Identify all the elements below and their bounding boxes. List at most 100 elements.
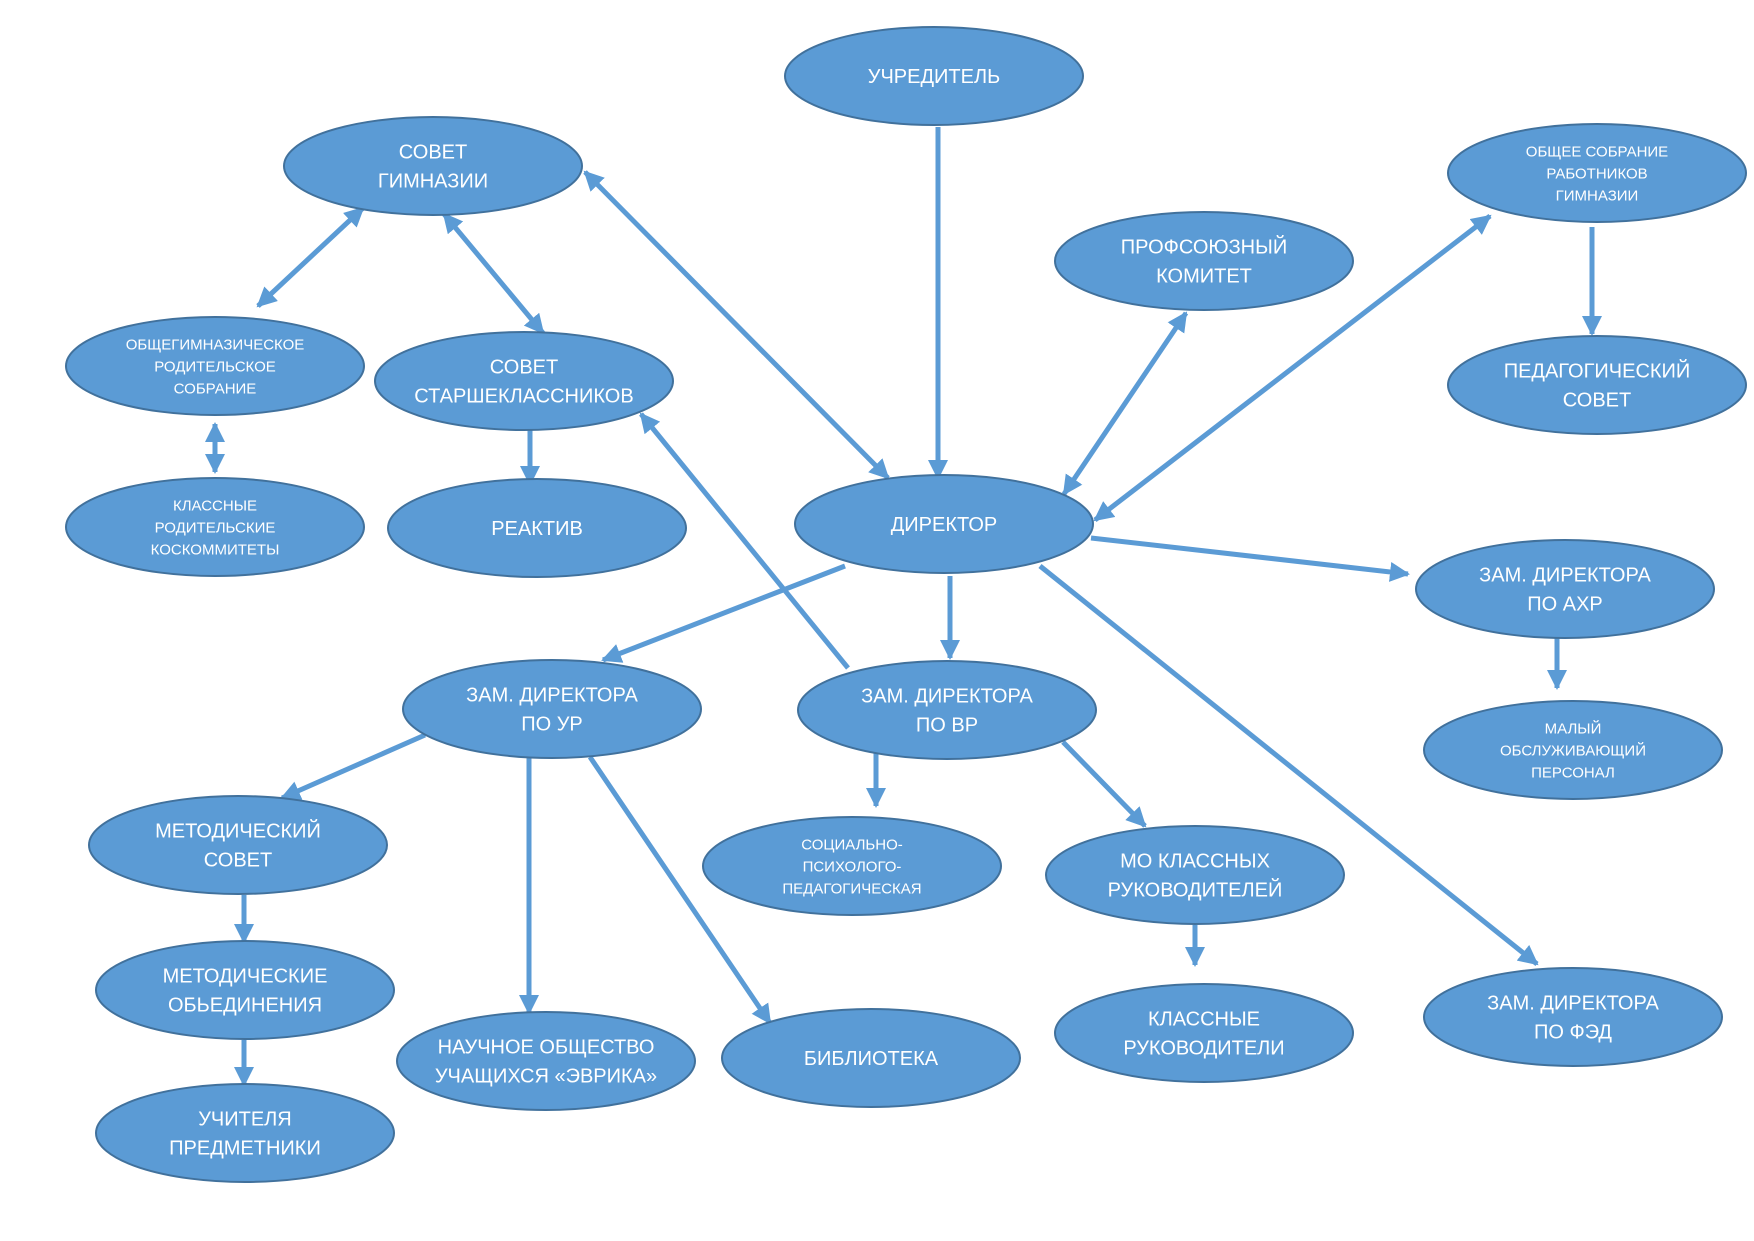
node-shape [88,795,388,895]
node-label-line: ЗАМ. ДИРЕКТОРА [1487,993,1659,1015]
node-shape [65,316,365,416]
node-label-line: КЛАССНЫЕ [173,497,257,514]
node-shape [374,331,674,431]
node-label-line: РЕАКТИВ [491,518,583,540]
node-label-line: СОЦИАЛЬНО- [801,836,903,853]
arrow-line [639,412,850,670]
node-label-line: ЗАМ. ДИРЕКТОРА [466,685,638,707]
node-label-line: ОБЩЕЕ СОБРАНИЕ [1526,143,1668,160]
node-shape [1447,335,1747,435]
connector-deputy-vr-to-mo-class-leaders [1061,740,1147,828]
node-student-society: НАУЧНОЕ ОБЩЕСТВО УЧАЩИХСЯ «ЭВРИКА» [396,1011,696,1111]
connectors-layer [205,127,1602,1087]
node-label-line: ПО ВР [916,715,978,737]
node-shape [283,116,583,216]
node-label-line: ПРЕДМЕТНИКИ [169,1138,321,1160]
node-deputy-ahr: ЗАМ. ДИРЕКТОРА ПО АХР [1415,539,1715,639]
node-shape [721,1008,1021,1108]
node-label-line: СОВЕТ [1563,390,1631,412]
node-shape [387,478,687,578]
node-shape [702,816,1002,916]
node-label-line: ПСИХОЛОГО- [803,858,902,875]
node-label-line: УЧАЩИХСЯ «ЭВРИКА» [435,1066,657,1088]
node-label-line: ОБЩЕГИМНАЗИЧЕСКОЕ [126,336,305,353]
node-reaktiv: РЕАКТИВ [387,478,687,578]
connector-gymnasium-council-to-director [583,170,890,480]
arrow-line [1093,214,1492,522]
node-senior-council: СОВЕТ СТАРШЕКЛАССНИКОВ [374,331,674,431]
node-director: ДИРЕКТОР [794,474,1094,574]
node-shape [1045,825,1345,925]
node-shape [1054,211,1354,311]
node-label-line: ГИМНАЗИИ [1556,187,1639,204]
node-label-line: СОВЕТ [490,357,558,379]
node-label-line: ПО АХР [1527,594,1603,616]
node-label-line: ЗАМ. ДИРЕКТОРА [861,686,1033,708]
node-socio-psych: СОЦИАЛЬНО- ПСИХОЛОГО- ПЕДАГОГИЧЕСКАЯ [702,816,1002,916]
connector-director-to-deputy-ahr [1090,535,1410,582]
node-shape [784,26,1084,126]
node-service-staff: МАЛЫЙ ОБСЛУЖИВАЮЩИЙ ПЕРСОНАЛ [1423,700,1723,800]
node-deputy-fed: ЗАМ. ДИРЕКТОРА ПО ФЭД [1423,967,1723,1067]
node-methodical-associations: МЕТОДИЧЕСКИЕ ОБЬЕДИНЕНИЯ [95,940,395,1040]
connector-deputy-ur-to-methodical-council [280,732,427,801]
arrow-line [583,170,890,480]
node-shape [1423,700,1723,800]
node-label-line: УЧИТЕЛЯ [198,1109,292,1131]
node-shape [1423,967,1723,1067]
node-label-line: КОСКОММИТЕТЫ [151,541,280,558]
node-label-line: МЕТОДИЧЕСКИЕ [163,966,328,988]
node-label-line: СОБРАНИЕ [174,380,257,397]
node-label-line: ПЕДАГОГИЧЕСКАЯ [782,880,921,897]
node-label-line: НАУЧНОЕ ОБЩЕСТВО [438,1037,655,1059]
node-deputy-vr: ЗАМ. ДИРЕКТОРА ПО ВР [797,660,1097,760]
arrow-line [256,206,365,308]
node-shape [797,660,1097,760]
connector-deputy-vr-to-senior-council [639,412,850,670]
node-label-line: СТАРШЕКЛАССНИКОВ [414,386,633,408]
arrow-line [1090,535,1410,582]
node-shape [402,659,702,759]
node-label-line: ПЕРСОНАЛ [1531,764,1615,781]
node-shape [1415,539,1715,639]
node-label-line: РУКОВОДИТЕЛЕЙ [1108,878,1283,902]
node-label-line: ПО УР [521,714,583,736]
node-shape [1054,983,1354,1083]
node-label-line: ПЕДАГОГИЧЕСКИЙ [1504,359,1691,383]
node-shape [95,940,395,1040]
node-label-line: МАЛЫЙ [1545,719,1602,737]
node-gymnasium-council: СОВЕТ ГИМНАЗИИ [283,116,583,216]
node-pedagogical-council: ПЕДАГОГИЧЕСКИЙ СОВЕТ [1447,335,1747,435]
node-label-line: ДИРЕКТОР [891,514,997,536]
node-subject-teachers: УЧИТЕЛЯ ПРЕДМЕТНИКИ [95,1083,395,1183]
node-library: БИБЛИОТЕКА [721,1008,1021,1108]
node-label-line: ЗАМ. ДИРЕКТОРА [1479,565,1651,587]
node-label-line: ОБЬЕДИНЕНИЯ [168,995,322,1017]
node-label-line: ГИМНАЗИИ [378,171,488,193]
node-label-line: ПО ФЭД [1534,1022,1612,1044]
arrow-line [442,212,545,335]
arrow-line [601,563,846,663]
node-shape [794,474,1094,574]
node-label-line: МО КЛАССНЫХ [1120,851,1270,873]
connector-deputy-ur-to-library [587,755,773,1025]
connector-gymnasium-council-to-parents-meeting [256,206,365,308]
node-label-line: ОБСЛУЖИВАЮЩИЙ [1500,741,1646,759]
node-shape [1447,123,1747,223]
node-shape [95,1083,395,1183]
node-shape [65,477,365,577]
arrow-line [1061,740,1147,828]
node-label-line: МЕТОДИЧЕСКИЙ [155,819,321,843]
node-label-line: УЧРЕДИТЕЛЬ [868,66,1000,88]
node-label-line: БИБЛИОТЕКА [804,1048,939,1070]
node-label-line: СОВЕТ [399,142,467,164]
node-label-line: РОДИТЕЛЬСКОЕ [154,358,276,375]
arrow-line [587,755,773,1025]
